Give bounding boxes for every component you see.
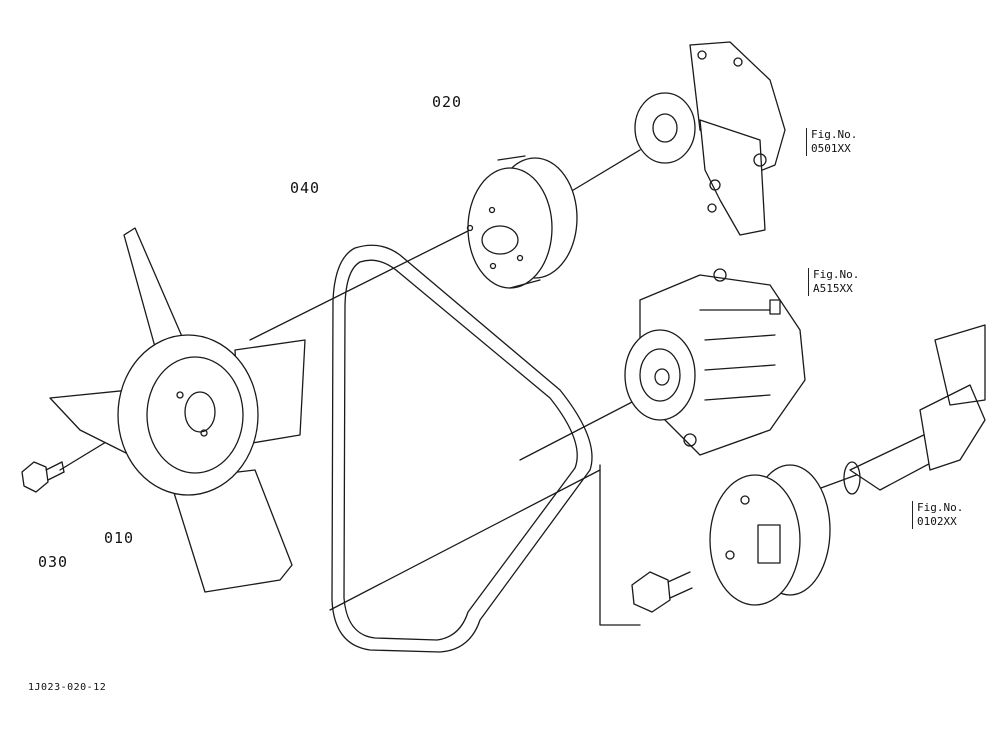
fig-ref-alternator: Fig.No. A515XX: [808, 268, 859, 296]
crankshaft-pulley: [631, 464, 831, 613]
fig-ref-number: 0501XX: [811, 142, 851, 155]
fig-ref-title: Fig.No.: [813, 268, 860, 281]
water-pump: [634, 41, 786, 236]
assembly-leader-lines: [59, 149, 871, 626]
cooling-fan-010: [49, 227, 306, 593]
part-label-010: 010: [104, 529, 135, 547]
alternator: [624, 268, 806, 456]
fig-ref-crankshaft: Fig.No. 0102XX: [912, 501, 963, 529]
fan-pulley-020: [466, 155, 578, 289]
fig-ref-water-pump: Fig.No. 0501XX: [806, 128, 857, 156]
fig-ref-number: 0102XX: [917, 515, 957, 528]
bolt-030: [21, 461, 65, 493]
part-label-030: 030: [38, 553, 69, 571]
fig-ref-title: Fig.No.: [917, 501, 964, 514]
crankshaft: [843, 324, 986, 495]
drawing-code: 1J023-020-12: [28, 682, 107, 693]
fig-ref-number: A515XX: [813, 282, 853, 295]
part-label-020: 020: [432, 93, 463, 111]
fig-ref-title: Fig.No.: [811, 128, 858, 141]
part-label-040: 040: [290, 179, 321, 197]
v-belt-040: [331, 244, 593, 653]
